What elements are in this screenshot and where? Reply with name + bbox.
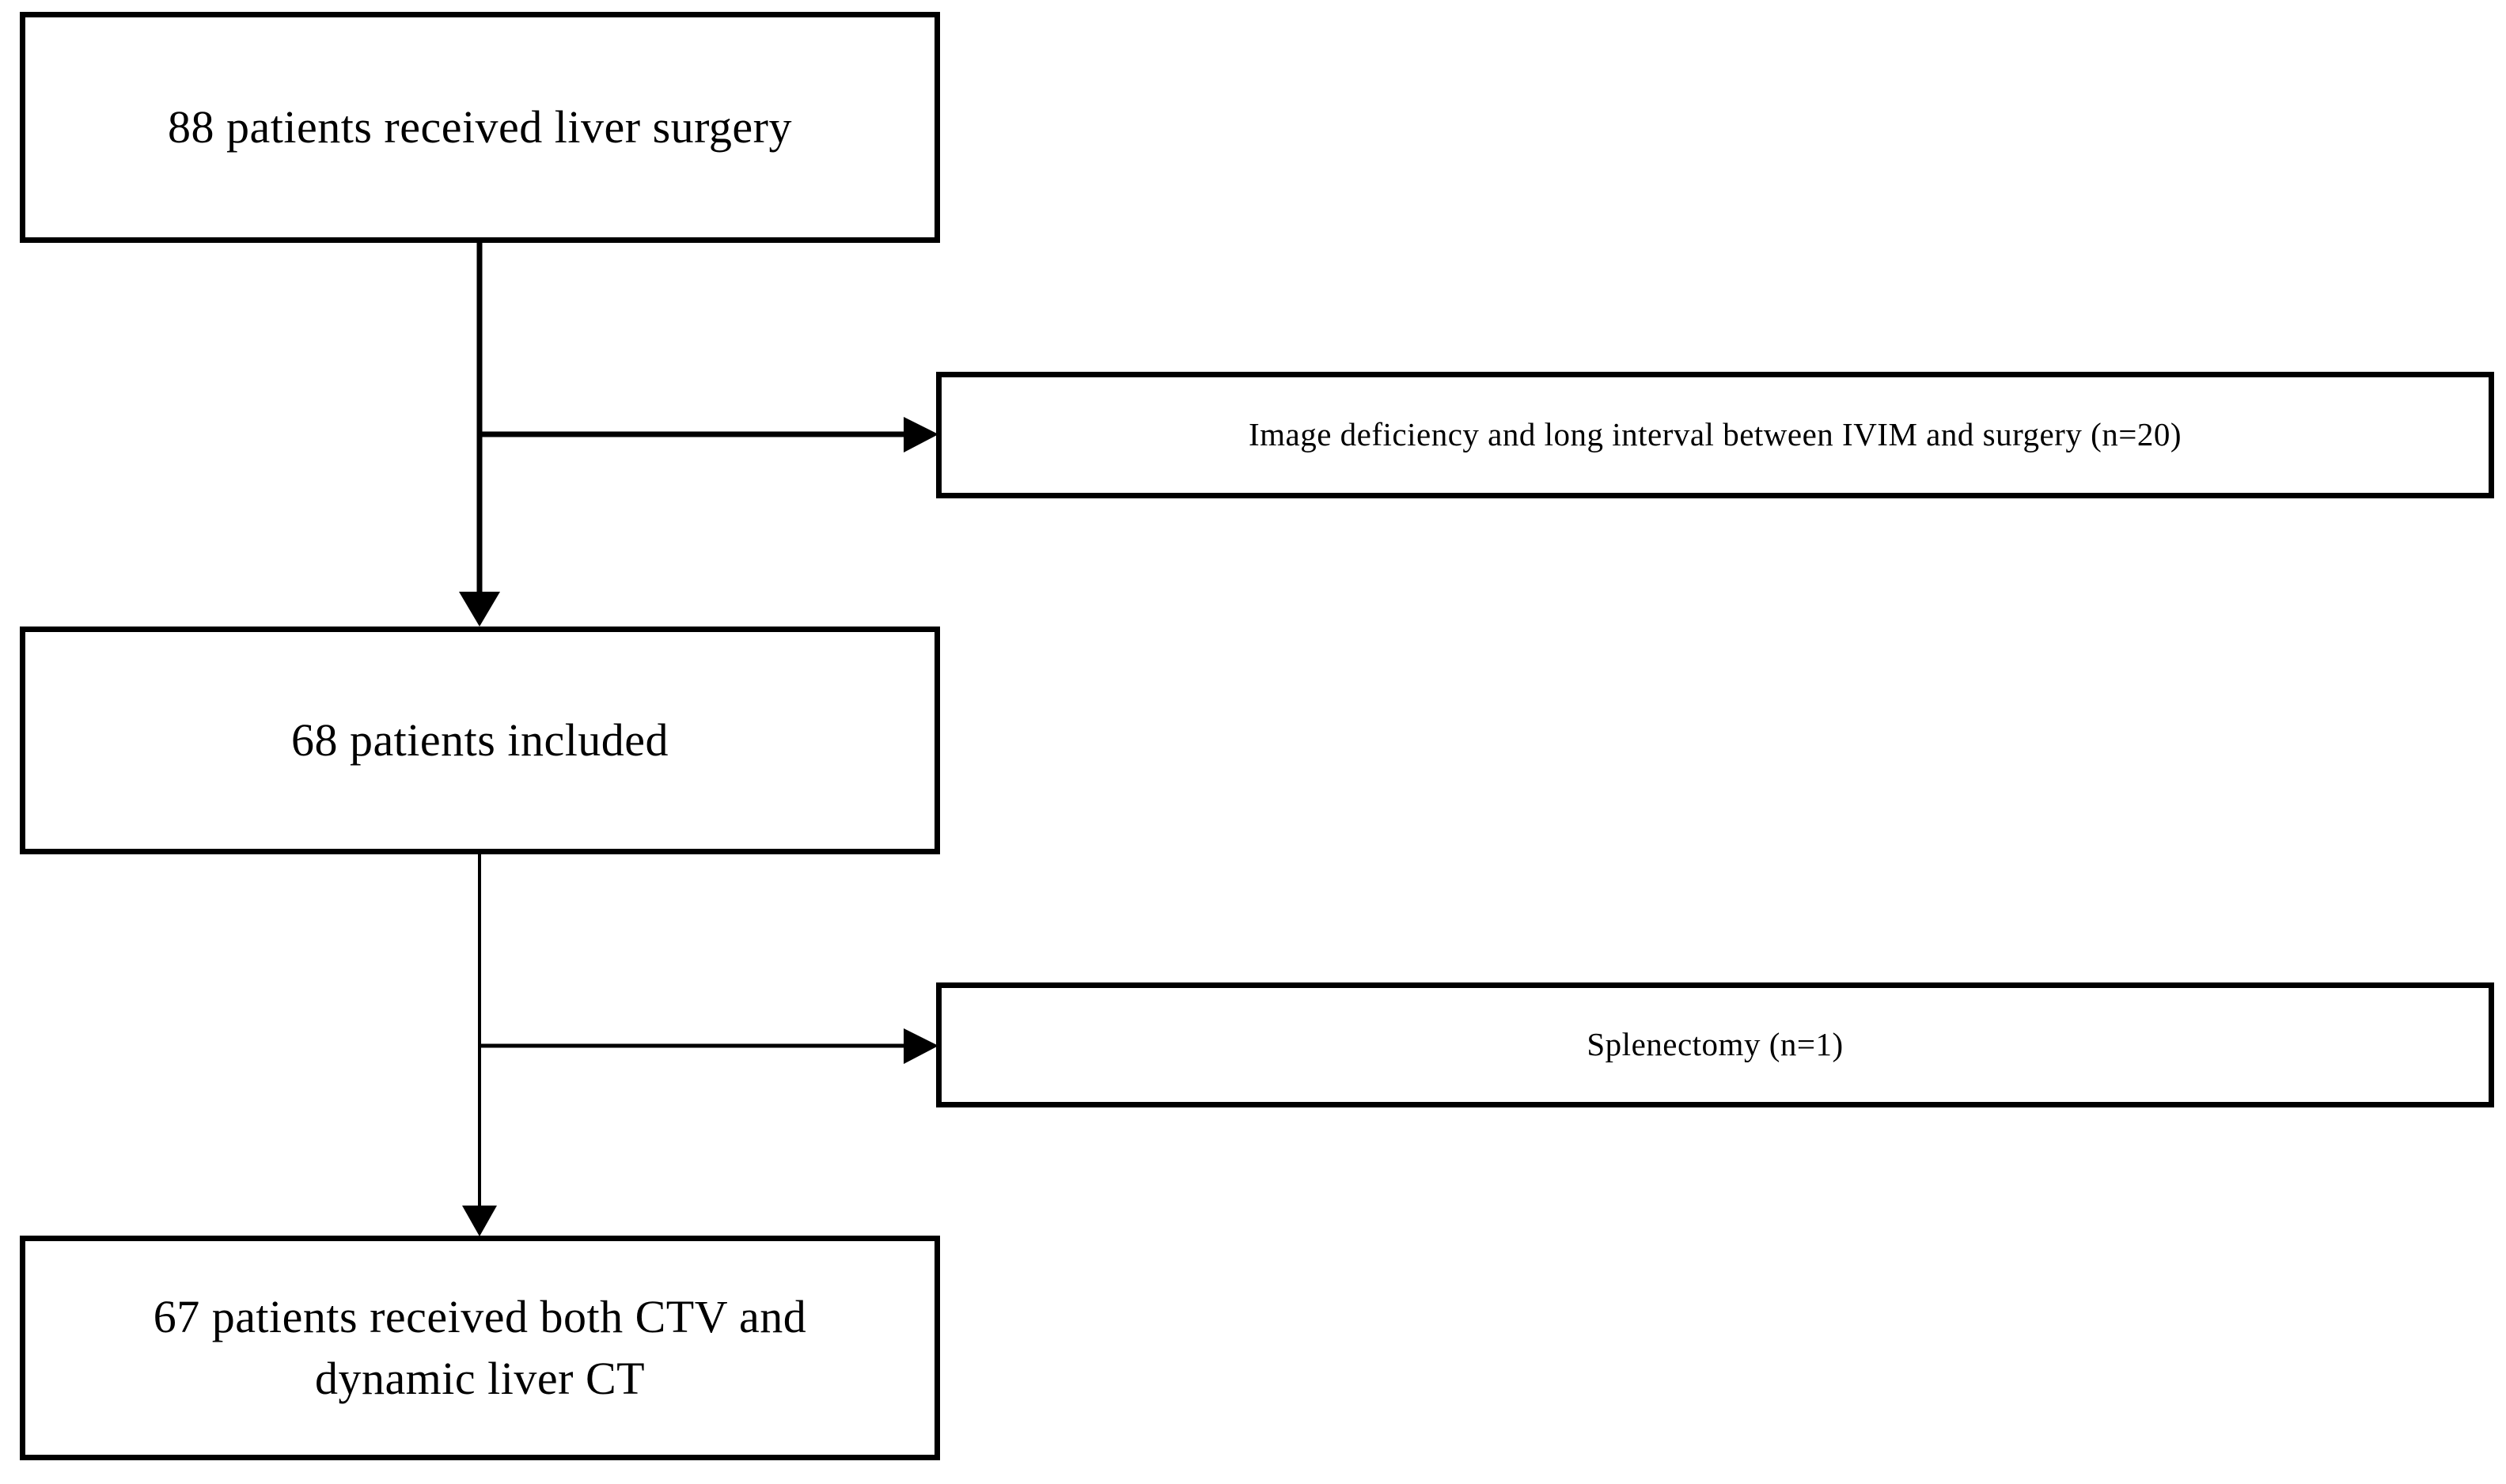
- node-included-label: 68 patients included: [290, 714, 669, 766]
- connector-included-to-final: [462, 854, 497, 1236]
- node-excluded-splenectomy-label: Splenectomy (n=1): [1587, 1026, 1844, 1063]
- connector-enrolled-to-exclusion: [480, 417, 938, 452]
- node-excluded-imaging: Image deficiency and long interval betwe…: [936, 372, 2494, 498]
- node-included: 68 patients included: [20, 627, 940, 854]
- node-final: 67 patients received both CTV and dynami…: [20, 1236, 940, 1460]
- node-excluded-splenectomy: Splenectomy (n=1): [936, 982, 2494, 1107]
- node-enrolled: 88 patients received liver surgery: [20, 12, 940, 243]
- node-enrolled-label: 88 patients received liver surgery: [168, 100, 792, 153]
- node-excluded-imaging-label: Image deficiency and long interval betwe…: [1248, 416, 2182, 453]
- connector-included-to-exclusion: [480, 1028, 938, 1064]
- node-final-label: 67 patients received both CTV and dynami…: [153, 1290, 807, 1404]
- connector-enrolled-to-included: [459, 243, 500, 627]
